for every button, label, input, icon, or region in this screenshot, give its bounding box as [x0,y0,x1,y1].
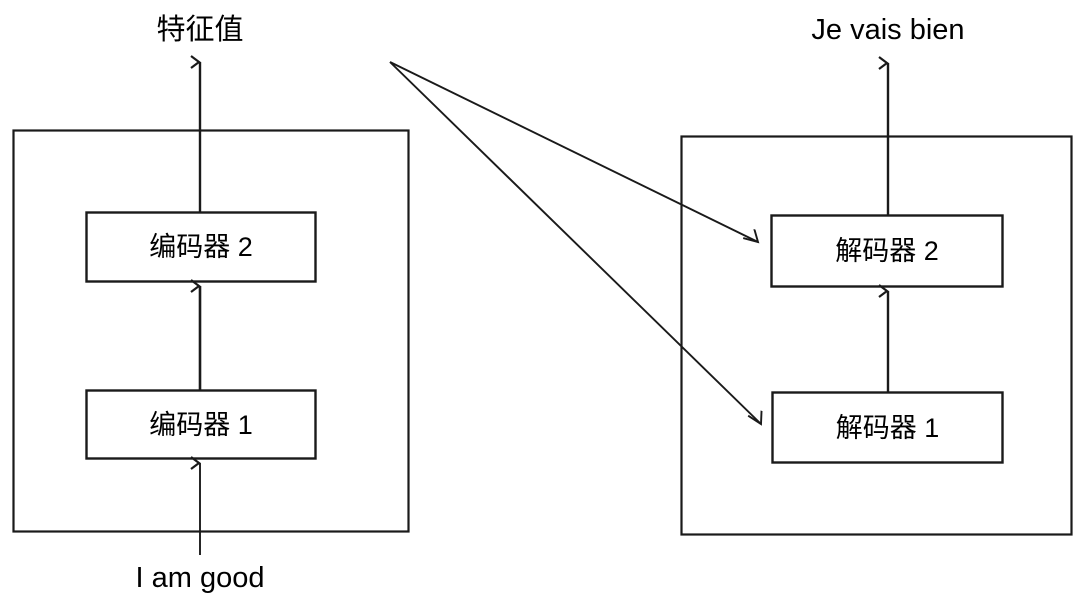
encoder-2-label: 编码器 2 [149,232,253,262]
decoder-1-box[interactable] [771,391,1004,464]
decoder-2-label: 解码器 2 [835,236,939,266]
source-input-label: I am good [135,562,265,594]
encoder-2-box[interactable] [85,211,317,283]
connector-features-to-decoder1 [389,61,761,424]
connector-features-to-decoder2 [389,61,758,242]
target-output-label: Je vais bien [811,14,965,46]
decoder-1-label: 解码器 1 [835,412,940,443]
decoder-stack-container [680,135,1073,536]
encoder-stack-container [12,129,410,533]
encoder-1-box[interactable] [85,389,317,460]
encoder-1-label: 编码器 1 [149,409,253,440]
feature-value-label: 特征值 [156,14,244,46]
